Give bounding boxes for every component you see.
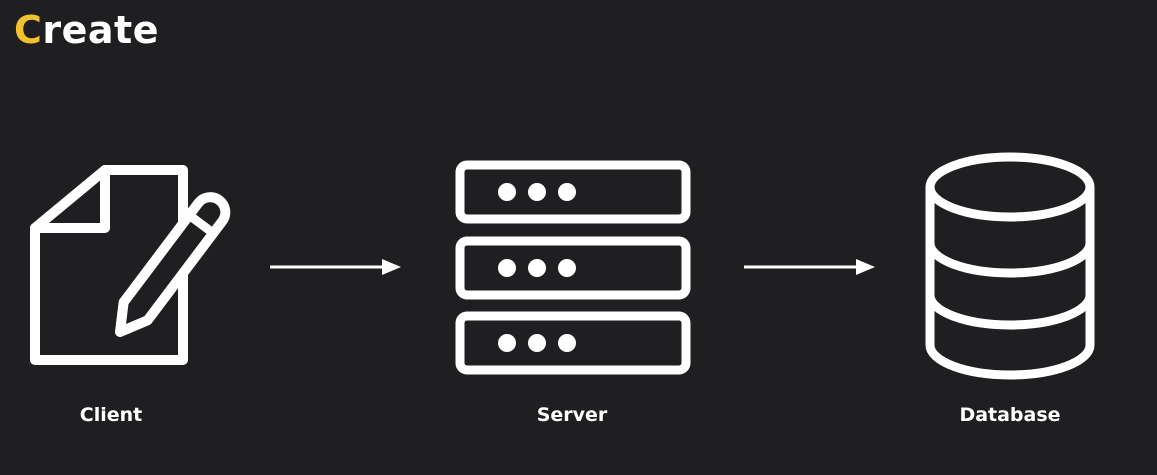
page-title: Create: [14, 8, 159, 52]
server-stack-icon: [455, 160, 691, 375]
label-server: Server: [536, 404, 608, 426]
label-database: Database: [959, 404, 1061, 426]
database-icon: [925, 152, 1095, 380]
arrow-server-to-database: [744, 259, 875, 275]
document-pencil-icon: [30, 165, 231, 365]
arrow-client-to-server: [270, 259, 401, 275]
label-client: Client: [79, 404, 143, 426]
title-rest: reate: [42, 8, 159, 52]
title-first-letter: C: [14, 8, 43, 52]
